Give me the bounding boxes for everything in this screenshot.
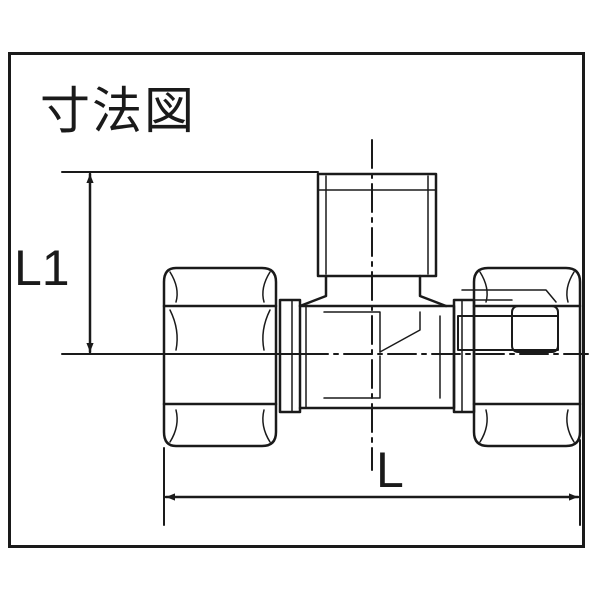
extension-lines [61,171,581,526]
left-collar [278,298,302,414]
drawing-frame [8,52,585,548]
left-nut [162,266,278,448]
top-branch [298,172,448,308]
drawing-title: 寸法図 [40,82,196,140]
l-label: L [376,442,404,498]
l1-label: L1 [14,240,70,296]
right-nut [457,266,582,448]
tee-body [298,304,456,410]
